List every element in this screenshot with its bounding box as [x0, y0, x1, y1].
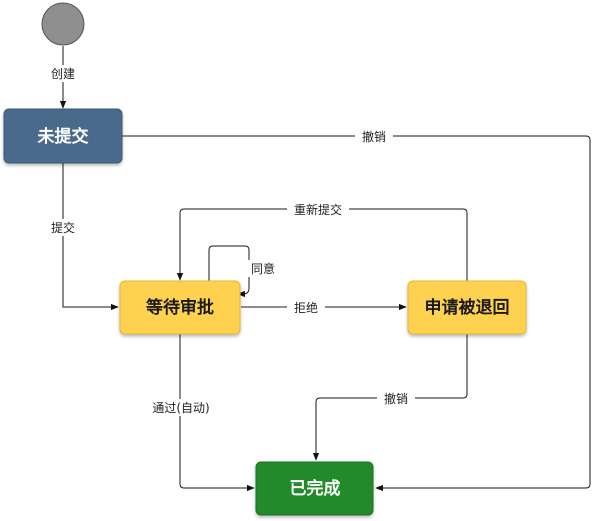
edge-label-cancel-from-returned-text: 撤销: [384, 391, 408, 406]
edge-agree: [208, 245, 250, 298]
edge-label-submit: 提交: [44, 219, 82, 236]
edge-label-cancel-from-unsubmitted-text: 撤销: [362, 129, 386, 144]
edge-label-cancel-from-unsubmitted: 撤销: [355, 128, 393, 145]
start-node: [41, 2, 85, 46]
edge-label-agree: 同意: [247, 260, 279, 277]
edge-approve-auto: [179, 334, 255, 492]
edge-label-resubmit-text: 重新提交: [294, 202, 342, 217]
edge-label-resubmit: 重新提交: [287, 201, 349, 218]
node-completed: 已完成: [255, 461, 374, 516]
edge-label-reject: 拒绝: [287, 299, 325, 316]
node-completed-label: 已完成: [290, 478, 341, 499]
edge-cancel-from-unsubmitted: [122, 135, 591, 492]
node-unsubmitted: 未提交: [3, 108, 123, 164]
edge-label-reject-text: 拒绝: [294, 300, 318, 315]
edge-label-submit-text: 提交: [51, 220, 75, 235]
edge-submit: [62, 163, 119, 311]
node-completed-box: [255, 461, 374, 516]
node-unsubmitted-box: [3, 108, 123, 164]
edges: [59, 46, 591, 492]
edge-label-approve-auto-text: 通过(自动): [152, 401, 209, 415]
node-pending-approval: 等待审批: [119, 280, 241, 335]
node-application-returned-box: [407, 280, 527, 335]
node-unsubmitted-label: 未提交: [37, 126, 89, 147]
edge-labels: 创建 提交 撤销 重新提交 同意 拒绝 通过(自动) 撤销: [44, 65, 415, 416]
node-pending-approval-box: [119, 280, 241, 335]
edge-label-create-text: 创建: [51, 67, 75, 81]
edge-label-agree-text: 同意: [251, 261, 275, 276]
edge-label-cancel-from-returned: 撤销: [377, 390, 415, 407]
nodes: 未提交 等待审批 申请被退回 已完成: [3, 2, 527, 516]
node-application-returned: 申请被退回: [407, 280, 527, 335]
edge-label-create: 创建: [44, 65, 82, 82]
node-pending-approval-label: 等待审批: [146, 297, 214, 318]
edge-label-approve-auto: 通过(自动): [148, 399, 214, 416]
node-application-returned-label: 申请被退回: [425, 297, 510, 318]
edge-resubmit: [176, 208, 468, 281]
